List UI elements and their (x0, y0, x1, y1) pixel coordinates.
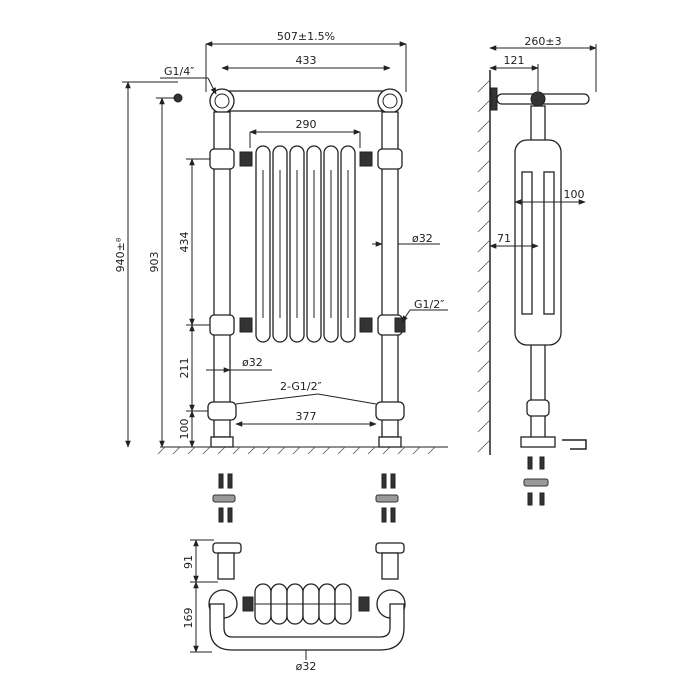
valve-thread-label: 2-G1/2″ (280, 380, 322, 393)
plan-dimensions (190, 539, 307, 660)
rail-width-label: 433 (296, 54, 317, 67)
plan-radiator-columns (254, 583, 352, 625)
plan-left-nut (242, 596, 254, 612)
upper-right-connector (377, 148, 403, 170)
front-view (157, 88, 448, 455)
right-foot (378, 436, 402, 448)
pipe-diameter-lower-label: ø32 (242, 356, 263, 369)
side-foot (520, 436, 556, 448)
plan-right-nut (358, 596, 370, 612)
radiator-columns (255, 145, 356, 343)
height-211-label: 211 (178, 358, 191, 379)
valve-centers-label: 377 (296, 410, 317, 423)
side-dimensions (489, 44, 597, 249)
plan-right-bracket (375, 542, 405, 554)
side-view (477, 70, 590, 455)
lower-right-nut (359, 317, 373, 333)
wall-hatch (477, 79, 491, 453)
left-foot (210, 436, 234, 448)
panel-depth-label: 100 (564, 188, 585, 201)
floor-hatch (157, 446, 436, 455)
column-width-label: 290 (296, 118, 317, 131)
top-towel-rail (209, 90, 403, 112)
bracket-height-label: 91 (182, 555, 195, 569)
side-valve (526, 399, 550, 417)
upper-left-connector (209, 148, 235, 170)
wall-to-rail-label: 121 (504, 54, 525, 67)
overall-width-label: 507±1.5% (277, 30, 335, 43)
side-top-joint (530, 91, 546, 107)
pipe-diameter-side-label: ø32 (412, 232, 433, 245)
left-valve-body (207, 401, 237, 421)
pipe-diameter-plan-label: ø32 (296, 660, 317, 673)
height-434-label: 434 (178, 232, 191, 253)
top-left-elbow (209, 88, 235, 114)
plan-towel-rail (209, 603, 405, 651)
upper-right-nut (359, 151, 373, 167)
plan-left-bracket (212, 542, 242, 554)
side-fixings (523, 456, 549, 506)
side-column-left (521, 171, 533, 315)
height-903-label: 903 (148, 252, 161, 273)
wall-bracket (490, 87, 498, 111)
wall-to-pipe-label: 71 (497, 232, 511, 245)
right-valve-body (375, 401, 405, 421)
side-pipe-connector (562, 439, 587, 450)
side-inlet-nut (394, 317, 406, 333)
lower-left-connector (209, 314, 235, 336)
upper-left-nut (239, 151, 253, 167)
plan-left-post (217, 552, 235, 580)
front-dimensions (122, 41, 448, 448)
top-right-elbow (377, 88, 403, 114)
lower-left-nut (239, 317, 253, 333)
g14-label: G1/4″ (164, 65, 194, 78)
height-100-label: 100 (178, 419, 191, 440)
front-fixings (212, 473, 399, 523)
plan-view (208, 542, 406, 651)
plan-depth-label: 169 (182, 608, 195, 629)
overall-height-label: 940±⁸ (114, 237, 127, 272)
projection-label: 260±3 (524, 35, 561, 48)
side-column-right (543, 171, 555, 315)
g12-label: G1/2″ (414, 298, 444, 311)
plan-right-post (381, 552, 399, 580)
